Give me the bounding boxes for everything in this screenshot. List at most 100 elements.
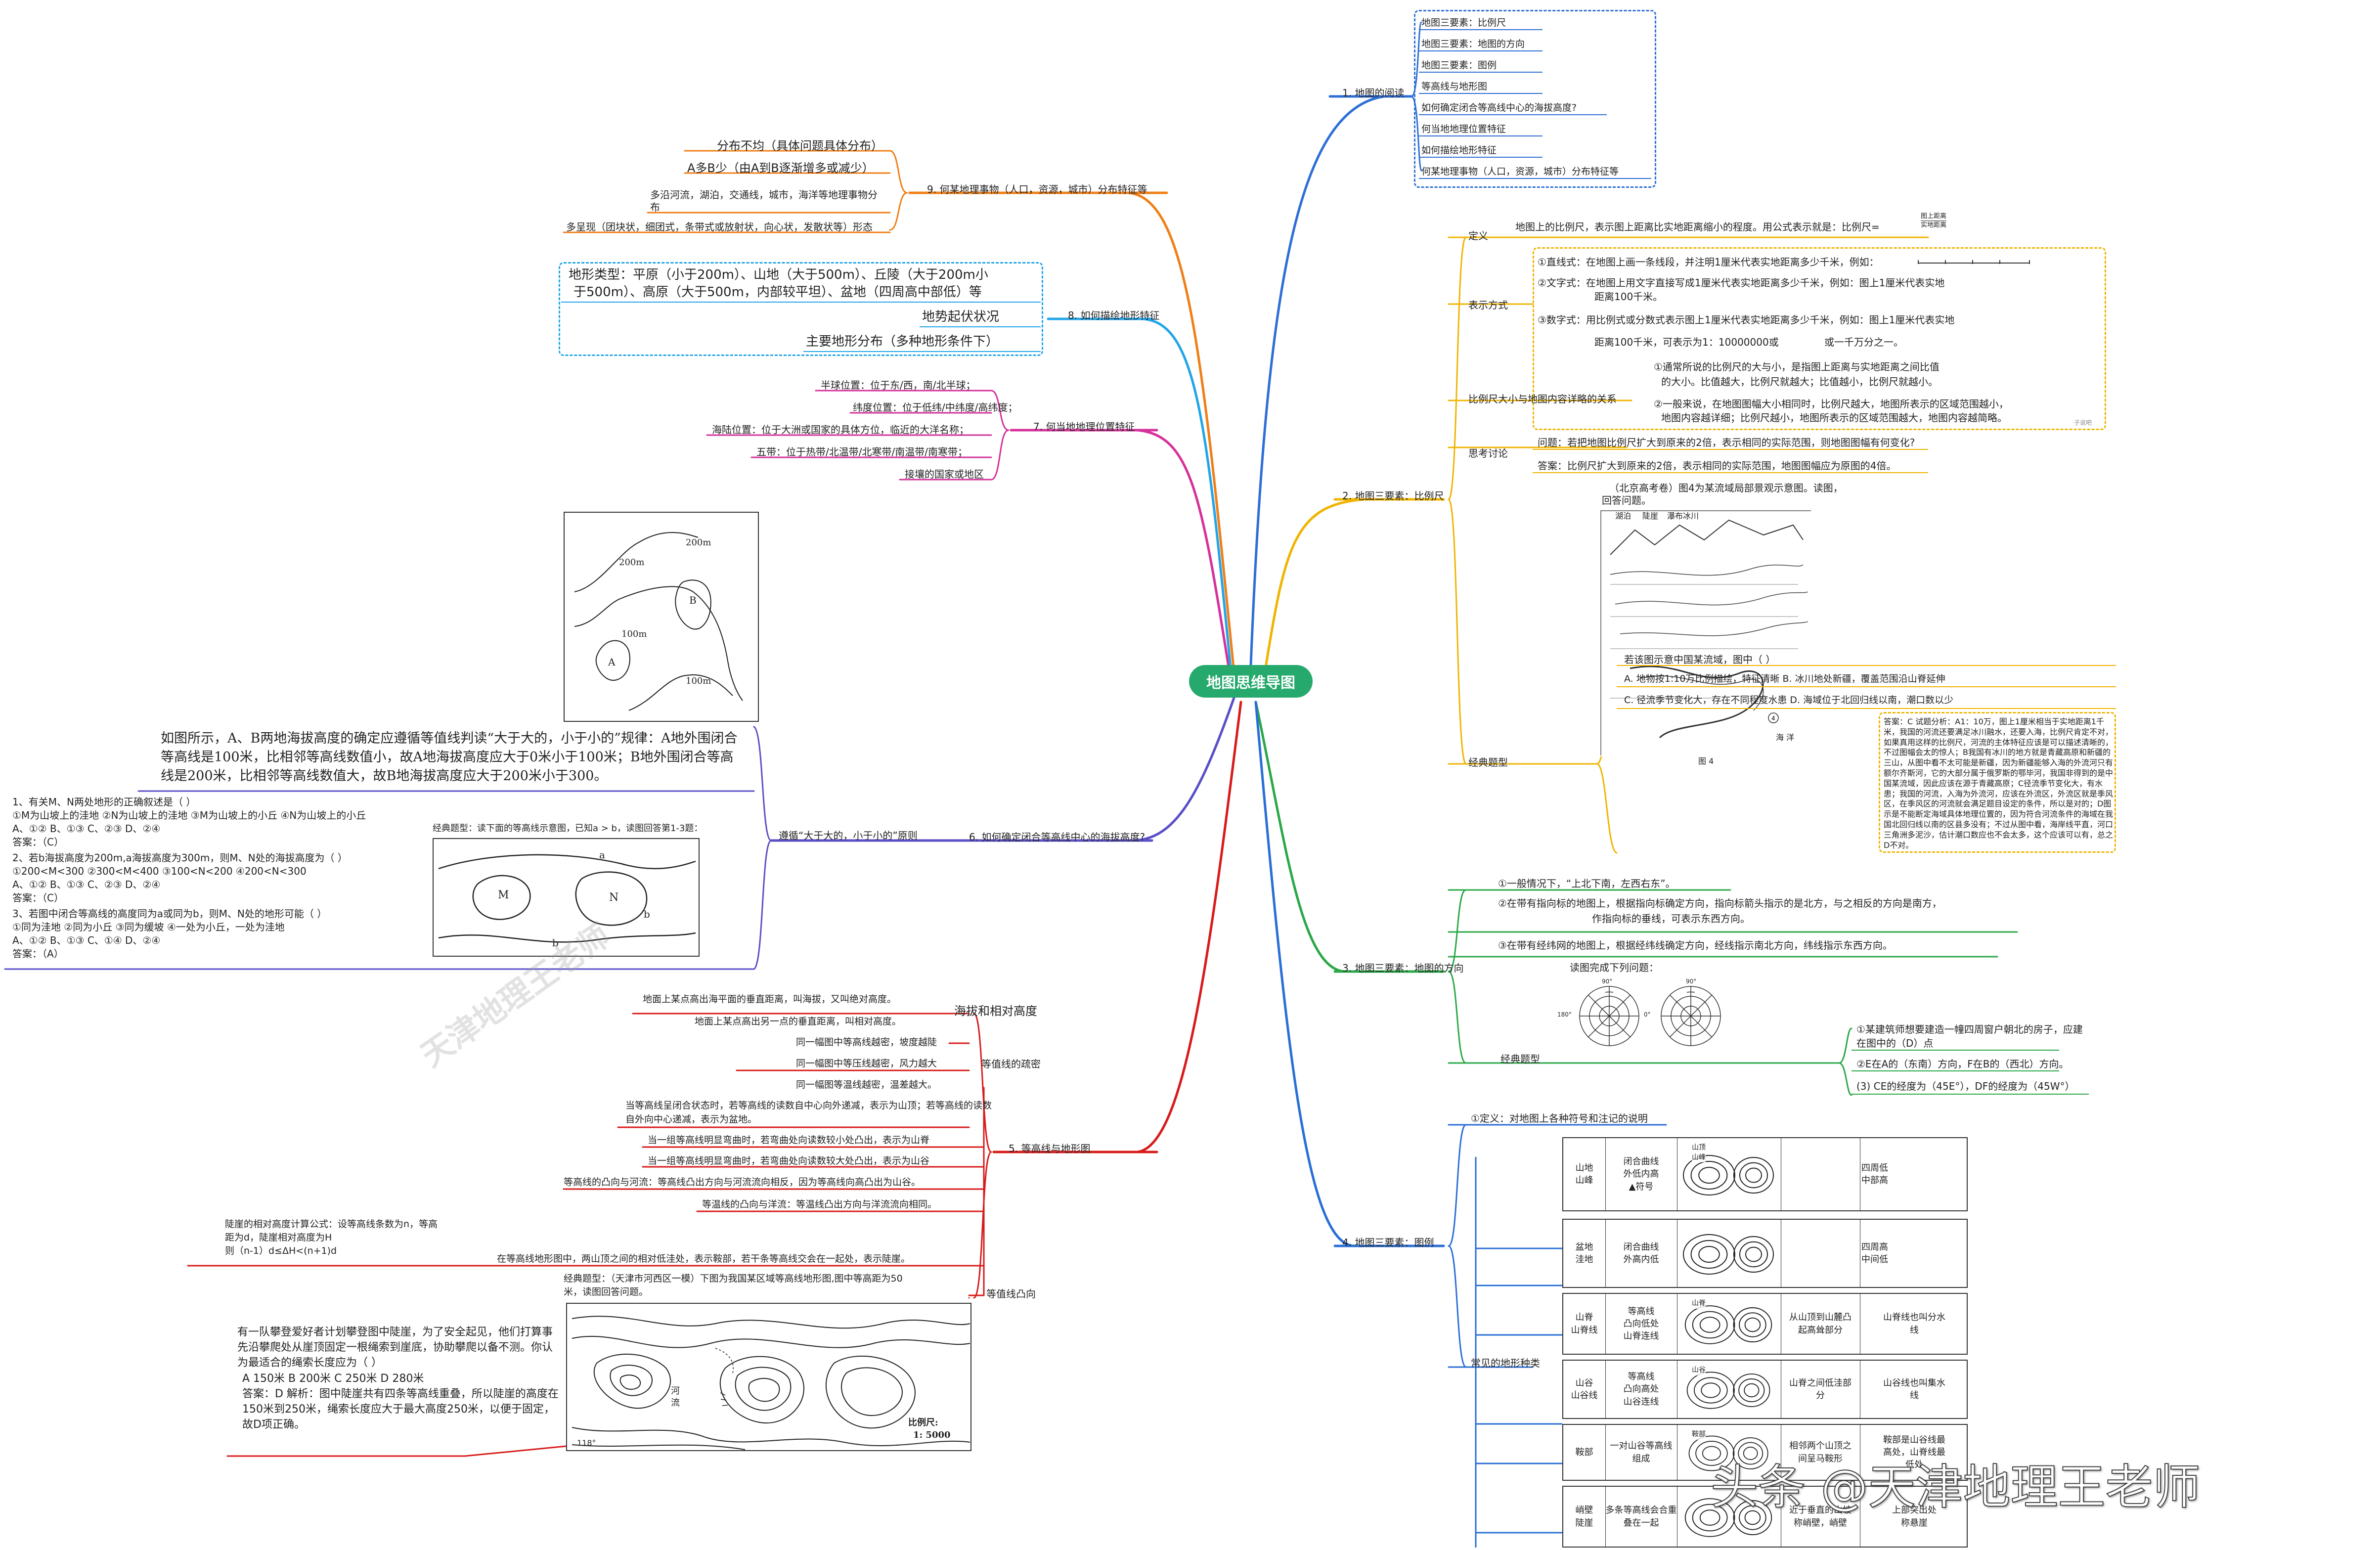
legend-terrain-desc: 近于垂直的山坡 称峭壁，峭壁 bbox=[1789, 1505, 1851, 1528]
b2-question: 问题：若把地图比例尺扩大到原来的2倍，表示相同的实际范围，则地图图幅有何变化? bbox=[1538, 437, 1915, 448]
branch-8-label[interactable]: 8. 如何描绘地形特征 bbox=[1068, 310, 1160, 321]
b1-item[interactable]: 地图三要素：地图的方向 bbox=[1421, 39, 1525, 49]
b1-item[interactable]: 地图三要素：图例 bbox=[1421, 60, 1497, 71]
b5-classic-1: 经典题型：（天津市河西区一模）下图为我国某区域等高线地形图,图中等高距为50 bbox=[564, 1273, 903, 1284]
branch-2-label[interactable]: 2. 地图三要素：比例尺 bbox=[1342, 490, 1444, 502]
b5-climb-question: 有一队攀登爱好者计划攀登图中陡崖，为了安全起见，他们打算事先沿攀爬处从崖顶固定一… bbox=[237, 1326, 553, 1369]
b4-kinds-label[interactable]: 常见的地形种类 bbox=[1471, 1357, 1540, 1369]
b5-alt-1: 地面上某点高出海平面的垂直距离，叫海拔，又叫绝对高度。 bbox=[643, 994, 897, 1005]
branch-line-8 bbox=[1141, 317, 1233, 674]
branch-3-label[interactable]: 3. 地图三要素：地图的方向 bbox=[1342, 962, 1464, 974]
terrain-legend-table: 山地 山峰闭合曲线 外低内高 ▲符号四周低 中部高山顶 山峰盆地 洼地 闭合曲线 … bbox=[1562, 1137, 1968, 1550]
b6-q2: 2、若b海拔高度为200m,a海拔高度为300m，则M、N处的海拔高度为（ ） bbox=[12, 852, 348, 864]
b7-item: 五带：位于热带/北温带/北寒带/南温带/南寒带； bbox=[756, 446, 968, 458]
branch-line-2 bbox=[1264, 498, 1366, 669]
b6-q2-opts: ①200<M<300 ②300<M<400 ③100<N<200 ④200<N<… bbox=[12, 865, 307, 877]
legend-terrain-feature: 闭合曲线 外高内低 bbox=[1623, 1241, 1659, 1265]
branch-4-label[interactable]: 4. 地图三要素：图例 bbox=[1342, 1237, 1434, 1248]
mc-options-cd: C. 径流季节变化大，存在不同程度水患 D. 海域位于北回归线以南，潮口数以少 bbox=[1624, 695, 1954, 706]
contour-map: 比例尺: 1: 5000 118° 河 流 bbox=[566, 1303, 971, 1451]
b2-think-label[interactable]: 思考讨论 bbox=[1468, 447, 1508, 459]
branch-6-label[interactable]: 6. 如何确定闭合等高线中心的海拔高度? bbox=[969, 831, 1146, 843]
b3-rule-1: ①一般情况下，“上北下南，左西右东”。 bbox=[1498, 878, 1675, 889]
branch-line-3 bbox=[1254, 701, 1346, 973]
branch-7-label[interactable]: 7. 何当地地理位置特征 bbox=[1033, 421, 1135, 433]
b2-rel-label[interactable]: 比例尺大小与地图内容详略的关系 bbox=[1468, 393, 1617, 405]
b2-def-label[interactable]: 定义 bbox=[1468, 230, 1488, 242]
legend-terrain-name: 山谷 山谷线 bbox=[1571, 1377, 1598, 1401]
legend-row: 盆地 洼地 闭合曲线 外高内低 四周高 中间低 bbox=[1562, 1219, 1968, 1288]
contour-label: 200m bbox=[619, 557, 645, 568]
legend-contour-icon bbox=[1683, 1234, 1774, 1275]
b2-rep3c: 或一千万分之一。 bbox=[1824, 336, 1903, 348]
legend-contour-icon bbox=[1688, 1435, 1768, 1471]
b8-distribution: 主要地形分布（多种地形条件下） bbox=[806, 334, 999, 349]
map-scale-label: 比例尺: bbox=[908, 1417, 938, 1428]
b1-item[interactable]: 地图三要素：比例尺 bbox=[1421, 17, 1506, 28]
legend-terrain-desc: 从山顶到山麓凸 起高耸部分 bbox=[1789, 1312, 1851, 1335]
b2-rep-group bbox=[1533, 247, 2106, 430]
b1-item[interactable]: 如何描绘地形特征 bbox=[1421, 145, 1497, 156]
legend-fig-label: 山顶 山峰 bbox=[1692, 1143, 1706, 1163]
b2-def-frac-bottom: 实地距离 bbox=[1921, 221, 1947, 229]
legend-row: 峭壁 陡崖多条等高线会合重 叠在一起近于垂直的山坡 称峭壁，峭壁上部突出处 称悬… bbox=[1562, 1486, 1968, 1548]
b1-item[interactable]: 何某地理事物（人口，资源，城市）分布特征等 bbox=[1421, 166, 1619, 177]
b6-q2-answer: 答案：（C） bbox=[12, 892, 64, 904]
mc-options-ab: A. 地物按1:10万比例描绘，特征清晰 B. 冰川地处新疆，覆盖范围沿山脊延伸 bbox=[1624, 673, 1945, 684]
b6-q1-choices: A、①② B、①③ C、②③ D、②④ bbox=[12, 823, 161, 835]
legend-terrain-feature: 多条等高线会合重 叠在一起 bbox=[1605, 1505, 1677, 1528]
landscape-figure: 4 湖泊 陡崖 瀑布冰川 海 洋 bbox=[1599, 509, 1812, 756]
b2-answer-group bbox=[1879, 712, 2116, 853]
legend-terrain-name: 盆地 洼地 bbox=[1575, 1241, 1593, 1265]
svg-text:4: 4 bbox=[1771, 715, 1775, 722]
legend-terrain-name: 鞍部 bbox=[1575, 1447, 1593, 1458]
b4-def: ①定义：对地图上各种符号和注记的说明 bbox=[1471, 1112, 1648, 1124]
b2-classic-label[interactable]: 经典题型 bbox=[1468, 756, 1508, 768]
b5-dense-label[interactable]: 等值线的疏密 bbox=[981, 1058, 1041, 1070]
branch-line-9 bbox=[1126, 191, 1235, 669]
b3-rule-3: ③在带有经纬网的地图上，根据经纬线确定方向，经线指示南北方向，纬线指示东西方向。 bbox=[1498, 939, 1893, 951]
b2-def-frac-top: 图上距离 bbox=[1921, 213, 1947, 221]
b2-rep1: ①直线式：在地图上画一条线段，并注明1厘米代表实地距离多少千米，例如： bbox=[1538, 256, 1879, 268]
polar-grid-figure bbox=[1579, 986, 1721, 1046]
compass-label: 0° bbox=[1644, 1011, 1651, 1018]
b5-dense-1: 同一幅图中等高线越密，坡度越陡 bbox=[796, 1037, 937, 1048]
branch-1-label[interactable]: 1. 地图的阅读 bbox=[1342, 87, 1405, 99]
b9-along-features-a: 多沿河流，湖泊，交通线，城市，海洋等地理事物分 bbox=[650, 189, 878, 201]
b6-principle[interactable]: 遵循“大于大的，小于小的”原则 bbox=[779, 830, 918, 841]
b1-item[interactable]: 等高线与地形图 bbox=[1421, 81, 1488, 92]
compass-label: 90° bbox=[1602, 978, 1613, 985]
b2-rep-label[interactable]: 表示方式 bbox=[1468, 299, 1508, 311]
b5-bend-label[interactable]: 等值线凸向 bbox=[986, 1288, 1036, 1300]
root-node[interactable]: 地图思维导图 bbox=[1189, 665, 1313, 698]
map-lon-label: 118° bbox=[577, 1438, 596, 1448]
b2-rel1a: ①通常所说的比例尺的大与小，是指图上距离与实地距离之间比值 bbox=[1654, 361, 1939, 373]
b8-terrain-types-1: 地形类型：平原（小于200m）、山地（大于500m）、丘陵（大于200m小 bbox=[569, 267, 988, 282]
b6-classic: 经典题型：读下面的等高线示意图，已知a > b，读图回答第1-3题： bbox=[433, 823, 703, 834]
b3-classic-label[interactable]: 经典题型 bbox=[1500, 1053, 1540, 1065]
legend-terrain-desc: 相邻两个山顶之 间呈马鞍形 bbox=[1789, 1441, 1851, 1464]
legend-row: 山地 山峰闭合曲线 外低内高 ▲符号四周低 中部高山顶 山峰 bbox=[1562, 1137, 1968, 1211]
legend-terrain-desc: 四周高 中间低 bbox=[1861, 1241, 1888, 1265]
legend-fig-label: 山谷 bbox=[1692, 1366, 1706, 1375]
branch-9-label[interactable]: 9. 何某地理事物（人口，资源，城市）分布特征等 bbox=[927, 183, 1147, 195]
contour-label: 100m bbox=[686, 676, 711, 686]
b2-classic-intro1: （北京高考卷）图4为某流域局部景观示意图。读图， bbox=[1609, 482, 1843, 494]
b5-classic-2: 米，读图回答问题。 bbox=[564, 1286, 649, 1297]
b7-item: 半球位置：位于东/西，南/北半球； bbox=[821, 379, 976, 391]
b5-bend-2: 当一组等高线明显弯曲时，若弯曲处向读数较大处凸出，表示为山谷 bbox=[648, 1155, 930, 1166]
legend-terrain-name: 山脊 山脊线 bbox=[1571, 1312, 1598, 1335]
fig-label-lake: 湖泊 bbox=[1615, 511, 1631, 521]
legend-contour-icon bbox=[1686, 1372, 1770, 1409]
b5-formula-2: 距为d，陡崖相对高度为H bbox=[225, 1232, 332, 1243]
b5-alt-label[interactable]: 海拔和相对高度 bbox=[954, 1004, 1037, 1018]
b5-formula-3: 则（n-1）d≤ΔH<(n+1)d bbox=[225, 1245, 337, 1256]
legend-fig-label: 鞍部 bbox=[1692, 1430, 1706, 1440]
b2-rep3a: ③数字式：用比例式或分数式表示图上1厘米代表实地距离多少千米，例如：图上1厘米代… bbox=[1538, 314, 1955, 326]
b1-item[interactable]: 何当地地理位置特征 bbox=[1421, 124, 1506, 134]
b1-item[interactable]: 如何确定闭合等高线中心的海拔高度? bbox=[1421, 102, 1577, 113]
scale-bar-icon bbox=[1918, 260, 2030, 264]
b7-item: 纬度位置：位于低纬/中纬度/高纬度； bbox=[853, 401, 1018, 413]
branch-5-label[interactable]: 5. 等高线与地形图 bbox=[1009, 1143, 1091, 1154]
